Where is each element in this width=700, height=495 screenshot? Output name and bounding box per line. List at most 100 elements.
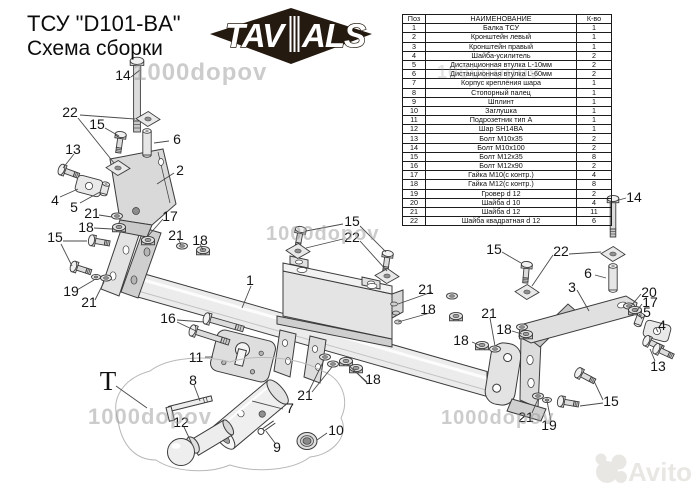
bolt-15-lower-1 [87, 233, 112, 250]
leader-line [60, 243, 73, 267]
callout-1: 1 [246, 272, 254, 288]
leader-line [62, 153, 75, 169]
leader-line [489, 317, 496, 347]
table-cell: 1 [402, 23, 426, 34]
leader-line [79, 114, 136, 120]
leader-line [311, 366, 333, 393]
table-cell: 2 [576, 142, 612, 153]
leader-line [618, 197, 627, 201]
table-cell: 10 [402, 105, 426, 117]
table-cell: 6 [402, 69, 426, 80]
callout-18: 18 [78, 219, 94, 235]
leader-line [579, 402, 604, 407]
callout-18: 18 [365, 371, 381, 387]
table-cell: 1 [576, 105, 612, 117]
bolt-13-left [56, 162, 82, 182]
callout-21: 21 [81, 294, 97, 310]
callout-15: 15 [89, 116, 105, 132]
table-cell: 1 [576, 32, 612, 43]
leader-line [593, 380, 604, 401]
table-cell: 1 [576, 78, 612, 89]
nut-18-tab-1 [339, 356, 353, 367]
washer-21-tab-1 [319, 353, 331, 361]
table-cell: 3 [402, 41, 426, 52]
callout-14: 14 [626, 189, 642, 205]
leader-line [471, 341, 480, 346]
leader-line [546, 400, 552, 422]
detail-view-cloud [115, 357, 346, 472]
spacer-6-right [608, 263, 618, 293]
callout-7: 7 [286, 400, 294, 416]
callout-18: 18 [453, 332, 469, 348]
square-washer-22-right-top [600, 245, 626, 263]
table-cell: 9 [402, 96, 426, 107]
leader-line [115, 385, 148, 409]
leader-line [156, 172, 175, 185]
leader-line [568, 251, 602, 255]
callout-15: 15 [344, 213, 360, 229]
leader-lines [59, 69, 659, 445]
table-cell: Гайка М12(с контр.) [425, 179, 577, 190]
table-cell: 1 [576, 115, 612, 126]
bolt-15-bottom-1 [556, 394, 581, 411]
table-cell: 21 [402, 206, 426, 218]
table-cell: 2 [402, 32, 426, 43]
callout-17: 17 [642, 294, 658, 310]
table-cell: 8 [402, 87, 426, 98]
callout-18: 18 [496, 321, 512, 337]
square-washer-22-right [514, 283, 540, 301]
leader-line [241, 285, 252, 309]
nut-18-left [112, 222, 126, 233]
leader-line [594, 274, 607, 279]
callout-22: 22 [344, 229, 360, 245]
callout-15: 15 [603, 393, 619, 409]
callout-15: 15 [47, 229, 63, 245]
callout-3: 3 [568, 279, 576, 295]
callout-4: 4 [658, 317, 666, 333]
table-cell: 8 [576, 179, 612, 190]
leader-line [635, 303, 643, 313]
callout-10: 10 [328, 422, 344, 438]
table-cell: 1 [576, 23, 612, 34]
callout-9: 9 [273, 439, 281, 455]
table-cell: 1 [576, 87, 612, 98]
nut-18-right-mid [475, 340, 489, 351]
callout-19: 19 [541, 417, 557, 433]
washer-21-tab-2 [327, 360, 339, 368]
table-cell: 11 [402, 115, 426, 126]
callout-14: 14 [115, 67, 131, 83]
callout-18: 18 [192, 232, 208, 248]
callout-12: 12 [173, 414, 189, 430]
hitch-ball-part-12 [167, 419, 235, 466]
leader-line [130, 69, 141, 78]
table-cell: 19 [402, 188, 426, 199]
table-cell: 7 [402, 78, 426, 89]
leader-line [397, 291, 433, 305]
leader-line [531, 398, 539, 414]
callout-22: 22 [553, 243, 569, 259]
square-washer-22-center-left [285, 242, 311, 260]
table-cell: 2 [576, 50, 612, 61]
callout-6: 6 [173, 131, 181, 147]
table-cell: Болт М12х90 [425, 160, 577, 172]
callout-13: 13 [65, 141, 81, 157]
leader-line [176, 319, 205, 323]
table-cell: Кронштейн правый [425, 41, 577, 52]
callout-6: 6 [584, 265, 592, 281]
leader-line [98, 214, 113, 218]
leader-line [251, 400, 284, 410]
callout-21: 21 [168, 227, 184, 243]
col-header-pos: Поз [402, 13, 426, 25]
